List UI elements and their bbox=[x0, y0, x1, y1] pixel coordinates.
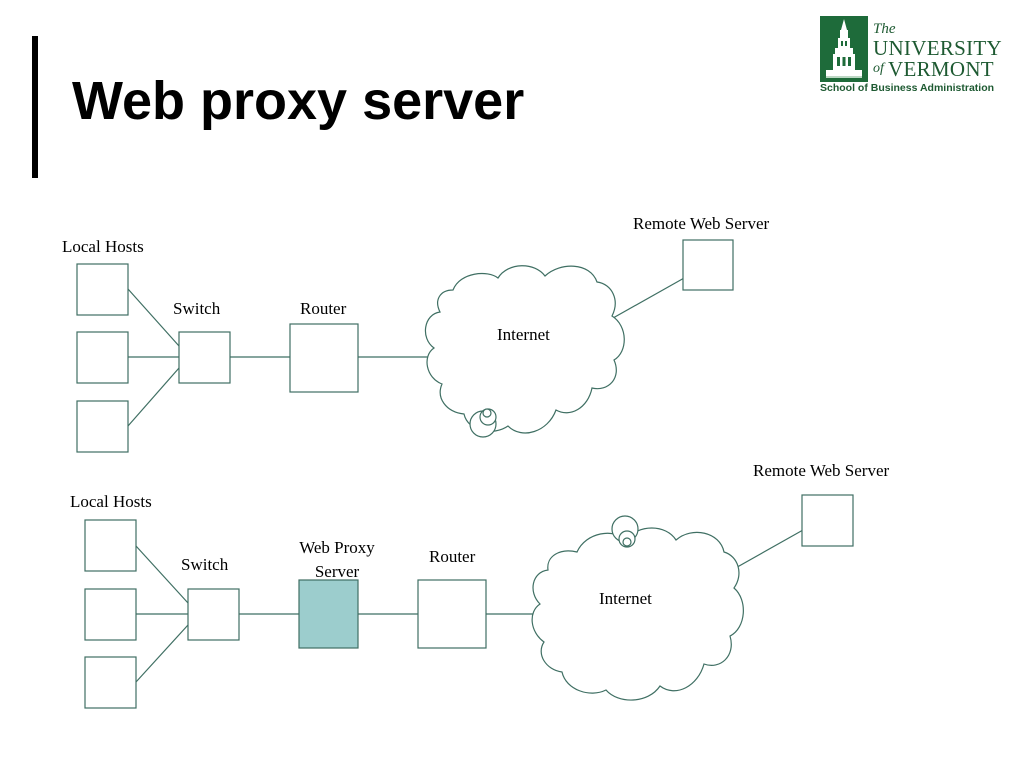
diagram-without-proxy bbox=[76, 239, 734, 453]
logo-of-text: of bbox=[873, 61, 884, 76]
bottom-remote-server-label: Remote Web Server bbox=[753, 461, 890, 480]
bottom-local-host-boxes bbox=[84, 519, 137, 709]
top-switch-label: Switch bbox=[173, 299, 221, 318]
top-router-label: Router bbox=[300, 299, 347, 318]
bottom-local-host-2 bbox=[84, 588, 137, 641]
bottom-local-host-1 bbox=[84, 519, 137, 572]
top-remote-server-box bbox=[682, 239, 734, 291]
university-logo: The UNIVERSITY of VERMONT School of Busi… bbox=[818, 16, 1002, 96]
top-diagram-labels: Local Hosts Switch Router Internet Remot… bbox=[62, 214, 770, 344]
title-accent-bar bbox=[32, 36, 38, 178]
top-remote-server-label: Remote Web Server bbox=[633, 214, 770, 233]
bottom-internet-label: Internet bbox=[599, 589, 652, 608]
top-switch-box bbox=[178, 331, 231, 384]
top-local-host-1 bbox=[76, 263, 129, 316]
logo-vermont-text: VERMONT bbox=[888, 57, 994, 81]
bottom-local-hosts-label: Local Hosts bbox=[70, 492, 152, 511]
bottom-router-label: Router bbox=[429, 547, 476, 566]
top-cloud-bubble-small bbox=[482, 408, 492, 418]
bottom-internet-cloud bbox=[531, 527, 744, 701]
diagram-with-proxy bbox=[84, 494, 854, 709]
bottom-cloud-bubble-small bbox=[622, 537, 632, 547]
logo-school-text: School of Business Administration bbox=[820, 82, 995, 94]
top-local-host-3 bbox=[76, 400, 129, 453]
bottom-diagram-labels: Local Hosts Switch Web Proxy Server Rout… bbox=[70, 461, 890, 608]
top-local-hosts-label: Local Hosts bbox=[62, 237, 144, 256]
bottom-switch-label: Switch bbox=[181, 555, 229, 574]
proxy-label-line2: Server bbox=[315, 562, 360, 581]
web-proxy-server-box bbox=[298, 579, 359, 649]
logo-university-text: UNIVERSITY bbox=[873, 36, 1002, 60]
bottom-router-box bbox=[417, 579, 487, 649]
bottom-local-host-3 bbox=[84, 656, 137, 709]
bottom-connection-lines bbox=[135, 529, 804, 683]
tower-crest-icon bbox=[820, 16, 868, 82]
logo-the-text: The bbox=[873, 21, 896, 37]
top-local-host-2 bbox=[76, 331, 129, 384]
top-internet-cloud bbox=[424, 265, 625, 434]
bottom-remote-server-box bbox=[801, 494, 854, 547]
top-router-box bbox=[289, 323, 359, 393]
proxy-label-line1: Web Proxy bbox=[299, 538, 375, 557]
top-local-host-boxes bbox=[76, 263, 129, 453]
slide-title: Web proxy server bbox=[72, 71, 525, 131]
bottom-switch-box bbox=[187, 588, 240, 641]
top-internet-label: Internet bbox=[497, 325, 550, 344]
